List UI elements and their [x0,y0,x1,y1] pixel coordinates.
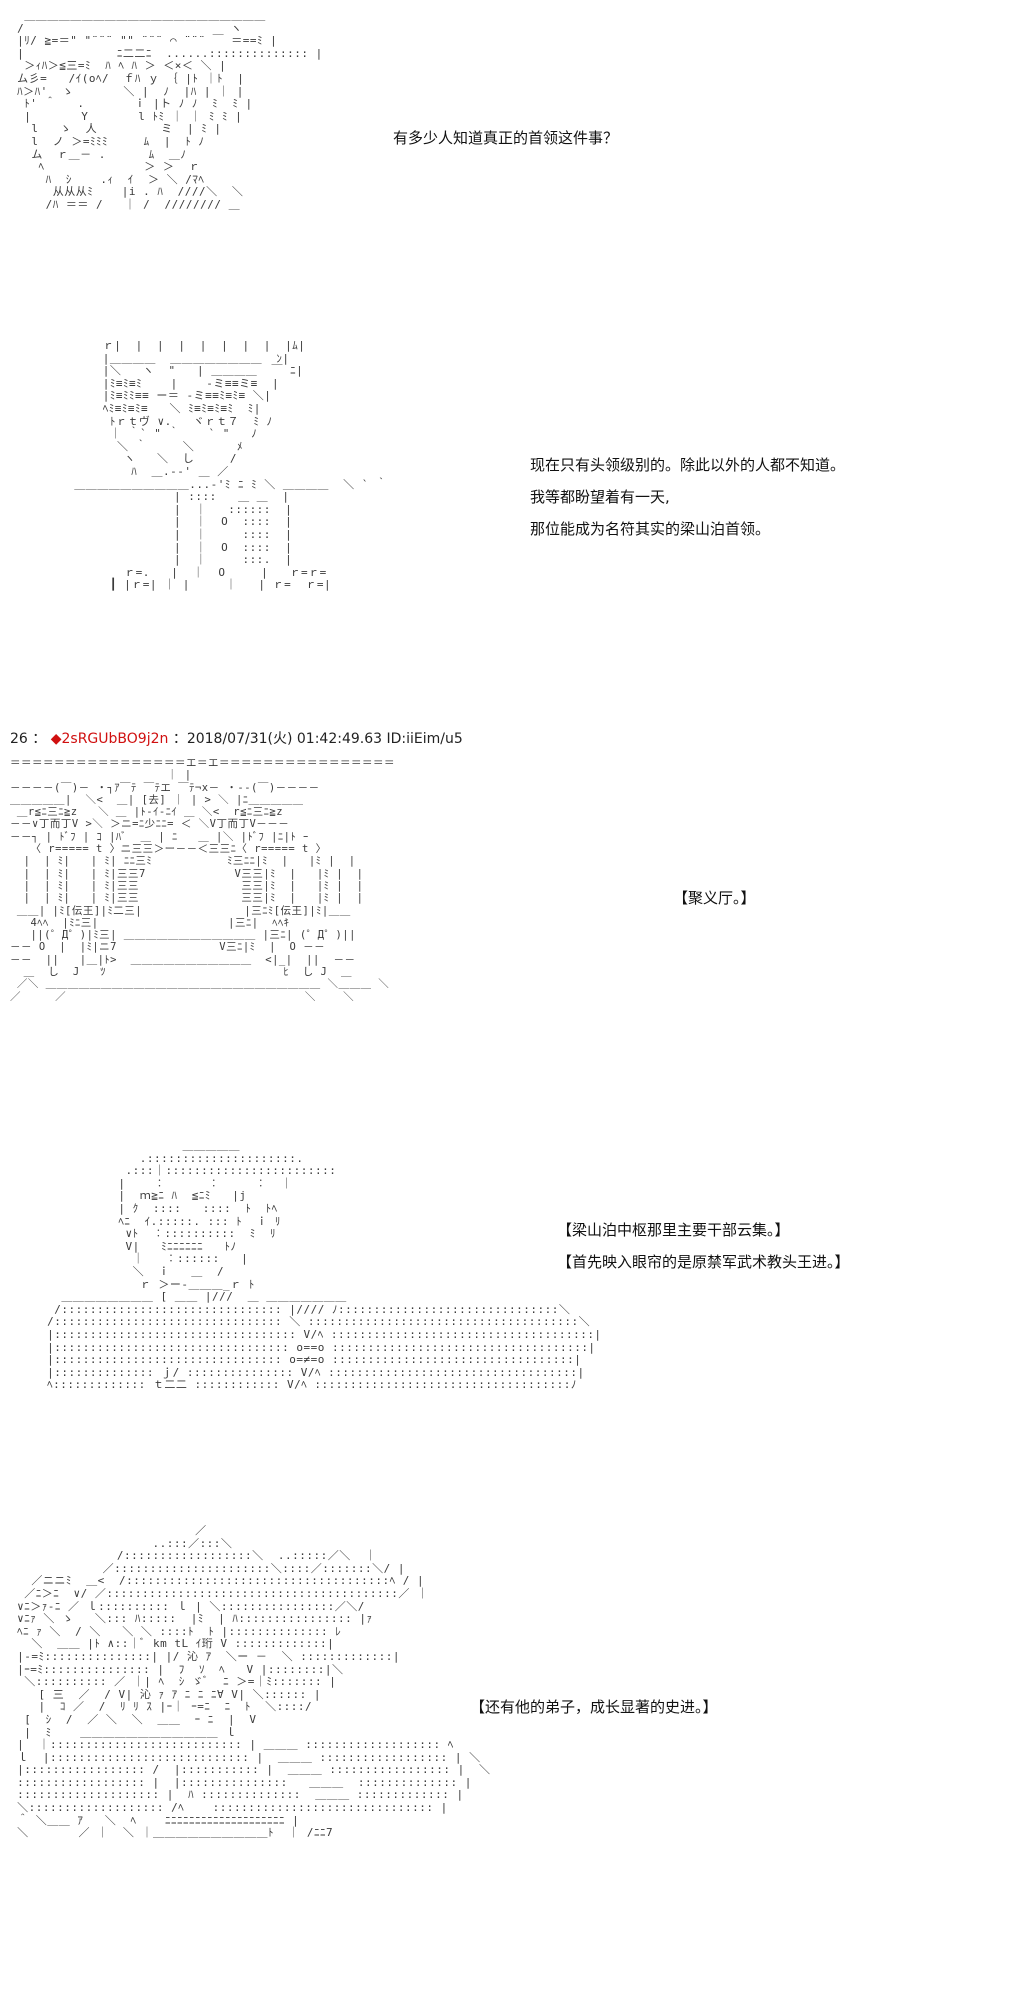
post-date-id: ：2018/07/31(火) 01:42:49.63 ID:iiEim/u5 [172,731,463,747]
ascii-art-wang-jin: ＿＿＿＿＿ .:::::::::::::::::::::. .:::｜:::::… [47,1139,602,1392]
caption-line: 【梁山泊中枢那里主要干部云集。】 [557,1221,790,1239]
ascii-art-bearded-man: ＿＿＿＿＿＿＿＿＿＿＿＿＿＿＿＿＿＿＿＿＿ / ヽ |ﾘ/ ≧=＝" "¨¨¨ … [17,9,323,211]
post-tripcode[interactable]: ◆2sRGUbBO9j2n [50,731,169,747]
narration-text: 有多少人知道真正的首领这件事？ [393,129,619,147]
ascii-art-assembly-hall: ＝＝＝＝＝＝＝＝＝＝＝＝＝＝＝＝エ＝エ＝＝＝＝＝＝＝＝＝＝＝＝＝＝＝＝ ｜ | … [10,757,395,1003]
post-number: 26 [10,731,28,747]
caption-block: 【梁山泊中枢那里主要干部云集。】 【首先映入眼帘的是原禁军武术教头王进。】 [557,1220,850,1284]
post-header: 26 ： ◆2sRGUbBO9j2n ：2018/07/31(火) 01:42:… [10,730,463,748]
narration-line: 我等都盼望着有一天, [530,488,670,506]
narration-line: 现在只有头领级别的。除此以外的人都不知道。 [530,456,846,474]
caption-line: 【首先映入眼帘的是原禁军武术教头王进。】 [557,1253,850,1271]
caption-text: 【聚义厅。】 [673,889,756,907]
ascii-art-headband-man: ｒ| | | | | | | | |ﾑ| |＿＿＿＿ ＿＿＿＿＿＿＿＿ ﾝ| |… [74,339,388,592]
narration-line: 那位能成为名符其实的梁山泊首领。 [530,520,771,538]
ascii-art-shi-jin: ／ ..:::／:::＼ /::::::::::::::::::＼ ..::::… [17,1524,491,1840]
narration-block: 现在只有头领级别的。除此以外的人都不知道。 我等都盼望着有一天, 那位能成为名符… [530,455,845,551]
caption-text: 【还有他的弟子，成长显著的史进。】 [470,1698,718,1716]
post-separator: ： [32,731,47,747]
